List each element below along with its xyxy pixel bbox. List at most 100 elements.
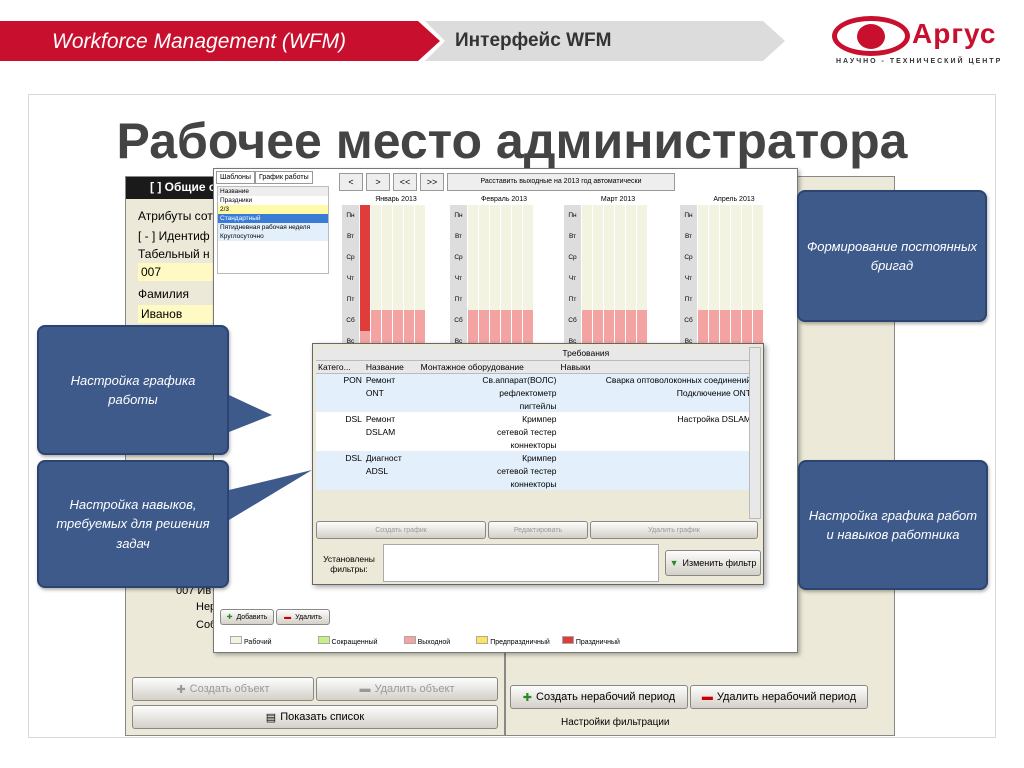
add-template-button[interactable]: ✚Добавить xyxy=(220,609,274,625)
day-cell[interactable] xyxy=(593,268,604,289)
day-cell[interactable] xyxy=(479,331,490,352)
day-cell[interactable] xyxy=(626,205,637,226)
day-cell[interactable] xyxy=(479,205,490,226)
day-cell[interactable] xyxy=(501,310,512,331)
day-cell[interactable] xyxy=(371,205,382,226)
day-cell[interactable] xyxy=(393,205,404,226)
filter-settings-label[interactable]: Настройки фильтрации xyxy=(561,717,670,728)
day-cell[interactable] xyxy=(512,247,523,268)
day-cell[interactable] xyxy=(404,268,415,289)
day-cell[interactable] xyxy=(753,331,764,352)
day-cell[interactable] xyxy=(415,247,426,268)
day-cell[interactable] xyxy=(742,310,753,331)
day-cell[interactable] xyxy=(468,247,479,268)
day-cell[interactable] xyxy=(404,310,415,331)
day-cell[interactable] xyxy=(593,289,604,310)
day-cell[interactable] xyxy=(393,310,404,331)
day-cell[interactable] xyxy=(753,289,764,310)
col-category[interactable]: Катего... xyxy=(316,360,364,374)
day-cell[interactable] xyxy=(698,268,709,289)
day-cell[interactable] xyxy=(615,268,626,289)
day-cell[interactable] xyxy=(731,310,742,331)
day-cell[interactable] xyxy=(490,310,501,331)
day-cell[interactable] xyxy=(731,331,742,352)
day-cell[interactable] xyxy=(382,331,393,352)
day-cell[interactable] xyxy=(393,247,404,268)
day-cell[interactable] xyxy=(626,226,637,247)
day-cell[interactable] xyxy=(523,268,534,289)
day-cell[interactable] xyxy=(468,289,479,310)
show-list-button[interactable]: ▤Показать список xyxy=(132,705,498,729)
day-cell[interactable] xyxy=(479,226,490,247)
day-cell[interactable] xyxy=(582,331,593,352)
day-cell[interactable] xyxy=(501,247,512,268)
day-cell[interactable] xyxy=(512,205,523,226)
day-cell[interactable] xyxy=(637,289,648,310)
day-cell[interactable] xyxy=(490,226,501,247)
day-cell[interactable] xyxy=(479,268,490,289)
day-cell[interactable] xyxy=(604,226,615,247)
day-cell[interactable] xyxy=(731,289,742,310)
day-cell[interactable] xyxy=(593,331,604,352)
list-item[interactable]: Круглосуточно xyxy=(218,232,328,241)
filters-box[interactable] xyxy=(383,544,659,582)
day-cell[interactable] xyxy=(626,247,637,268)
day-cell[interactable] xyxy=(582,289,593,310)
day-cell[interactable] xyxy=(626,310,637,331)
day-cell[interactable] xyxy=(371,310,382,331)
day-cell[interactable] xyxy=(615,289,626,310)
day-cell[interactable] xyxy=(523,310,534,331)
day-cell[interactable] xyxy=(593,247,604,268)
day-cell[interactable] xyxy=(582,268,593,289)
day-cell[interactable] xyxy=(468,205,479,226)
day-cell[interactable] xyxy=(468,268,479,289)
list-item[interactable]: 2/3 xyxy=(218,205,328,214)
tree-node[interactable]: 007 Ив xyxy=(176,585,212,597)
create-object-button[interactable]: ✚Создать объект xyxy=(132,677,314,701)
day-cell[interactable] xyxy=(415,205,426,226)
day-cell[interactable] xyxy=(753,268,764,289)
day-cell[interactable] xyxy=(468,310,479,331)
day-cell[interactable] xyxy=(709,247,720,268)
table-row[interactable]: коннекторы xyxy=(316,477,753,490)
day-cell[interactable] xyxy=(698,289,709,310)
day-cell[interactable] xyxy=(593,310,604,331)
day-cell[interactable] xyxy=(742,268,753,289)
day-cell[interactable] xyxy=(753,205,764,226)
day-cell[interactable] xyxy=(415,268,426,289)
day-cell[interactable] xyxy=(731,226,742,247)
tree-item-a[interactable]: Нер xyxy=(196,601,217,613)
day-cell[interactable] xyxy=(490,289,501,310)
day-cell[interactable] xyxy=(501,205,512,226)
day-cell[interactable] xyxy=(490,268,501,289)
list-item[interactable]: Пятидневная рабочая неделя xyxy=(218,223,328,232)
tree-item-b[interactable]: Соб xyxy=(196,619,217,631)
delete-period-button[interactable]: ▬Удалить нерабочий период xyxy=(690,685,868,709)
day-cell[interactable] xyxy=(404,226,415,247)
day-cell[interactable] xyxy=(637,205,648,226)
day-cell[interactable] xyxy=(709,289,720,310)
day-cell[interactable] xyxy=(753,226,764,247)
day-cell[interactable] xyxy=(360,331,371,352)
day-cell[interactable] xyxy=(382,205,393,226)
surname-value[interactable]: Иванов xyxy=(138,305,218,323)
day-cell[interactable] xyxy=(360,289,371,310)
day-cell[interactable] xyxy=(604,331,615,352)
day-cell[interactable] xyxy=(415,226,426,247)
create-schedule-button[interactable]: Создать график xyxy=(316,521,486,539)
day-cell[interactable] xyxy=(615,205,626,226)
day-cell[interactable] xyxy=(731,268,742,289)
day-cell[interactable] xyxy=(523,247,534,268)
day-cell[interactable] xyxy=(742,289,753,310)
day-cell[interactable] xyxy=(393,331,404,352)
day-cell[interactable] xyxy=(637,247,648,268)
change-filter-button[interactable]: ▼Изменить фильтр xyxy=(665,550,761,576)
next-year-button[interactable]: >> xyxy=(420,173,444,191)
day-cell[interactable] xyxy=(371,331,382,352)
tab-number-value[interactable]: 007 xyxy=(138,263,218,281)
